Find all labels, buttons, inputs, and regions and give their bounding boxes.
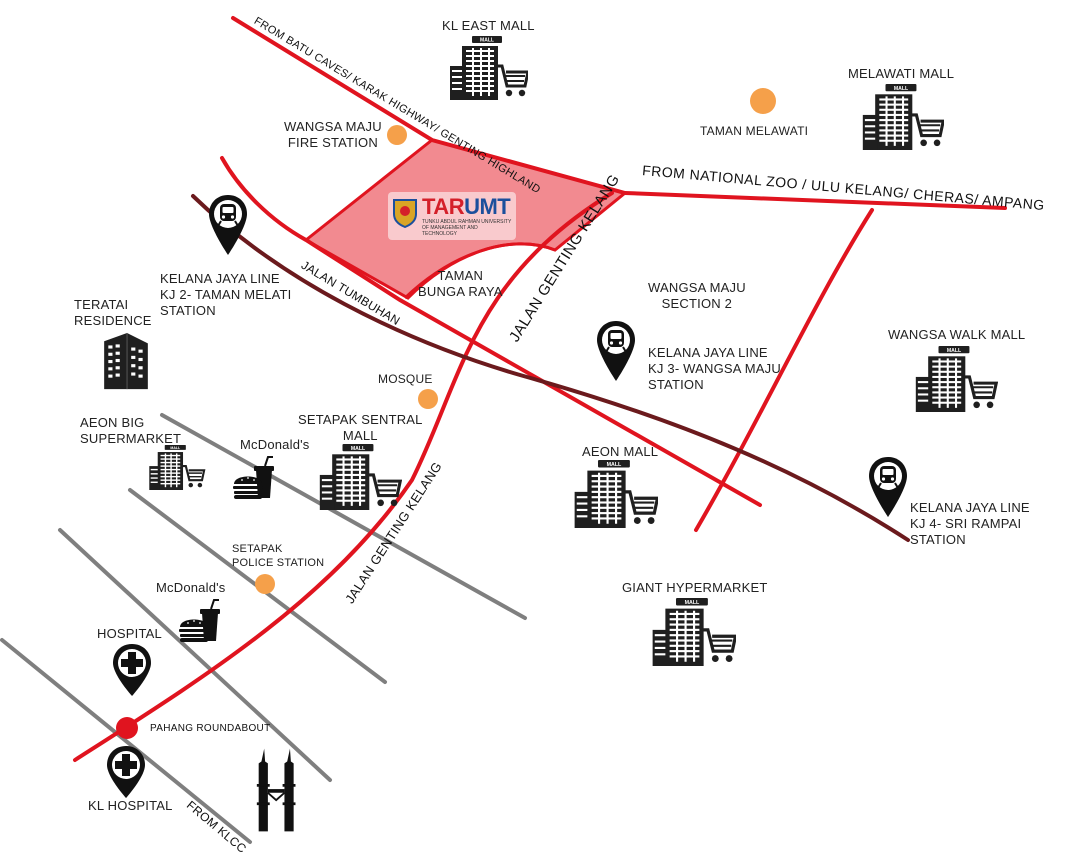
pahang-roundabout-marker — [116, 717, 138, 739]
logo-text-red: TAR — [422, 194, 465, 219]
main-roads — [73, 16, 1007, 762]
road-label-pahang-roundabout: PAHANG ROUNDABOUT — [150, 723, 271, 734]
hospital-pin-icon — [113, 644, 151, 696]
label-mcdonalds-2: McDonald's — [156, 580, 226, 595]
label-aeon-mall: AEON MALL — [582, 444, 659, 459]
label-wangsa-walk-mall: WANGSA WALK MALL — [888, 327, 1026, 342]
label-hospital: HOSPITAL — [97, 626, 162, 641]
police-station-dot — [255, 574, 275, 594]
twin-towers-icon — [255, 747, 297, 833]
tarumt-crest-icon — [393, 199, 417, 228]
mcdonalds-2-food-icon — [178, 598, 222, 644]
mosque-dot — [418, 389, 438, 409]
label-mosque: MOSQUE — [378, 372, 433, 386]
label-wangsa-maju-section2: WANGSA MAJU SECTION 2 — [648, 280, 746, 311]
fire-station-dot — [387, 125, 407, 145]
kj3-train-pin-icon — [596, 320, 636, 382]
giant-hypermarket-icon — [651, 598, 736, 666]
label-fire-station: WANGSA MAJU FIRE STATION — [284, 119, 382, 150]
kl-east-mall-icon — [448, 36, 528, 100]
setapak-sentral-mall-icon — [318, 444, 402, 510]
road-batu-caves-zoo — [231, 16, 1007, 210]
label-kj3-station: KELANA JAYA LINE KJ 3- WANGSA MAJU STATI… — [648, 345, 781, 392]
aeon-big-icon — [148, 445, 206, 490]
secondary-roads — [0, 413, 527, 844]
label-kl-hospital: KL HOSPITAL — [88, 798, 173, 813]
label-giant-hypermarket: GIANT HYPERMARKET — [622, 580, 768, 595]
tarumt-logo: TARUMT TUNKU ABDUL RAHMAN UNIVERSITY OF … — [388, 192, 516, 240]
label-melawati-mall: MELAWATI MALL — [848, 66, 955, 81]
label-kj4-station: KELANA JAYA LINE KJ 4- SRI RAMPAI STATIO… — [910, 500, 1030, 547]
label-mcdonalds-1: McDonald's — [240, 437, 310, 452]
label-taman-melawati: TAMAN MELAWATI — [700, 124, 809, 138]
taman-bunga-raya-label: TAMAN BUNGA RAYA — [418, 268, 503, 299]
road-jalan-tumbuhan — [220, 156, 762, 507]
label-aeon-big: AEON BIG SUPERMARKET — [80, 415, 182, 446]
label-setapak-sentral: SETAPAK SENTRAL MALL — [298, 412, 423, 443]
mcdonalds-1-food-icon — [232, 455, 276, 501]
label-teratai-residence: TERATAI RESIDENCE — [74, 297, 152, 328]
gray-road-klcc — [0, 638, 252, 844]
kelana-jaya-rail-line — [191, 194, 910, 542]
logo-text-blue: UMT — [464, 194, 511, 219]
taman-melawati-dot — [750, 88, 776, 114]
logo-subtitle: TUNKU ABDUL RAHMAN UNIVERSITY OF MANAGEM… — [422, 219, 512, 237]
gray-road-police — [58, 528, 332, 782]
wangsa-walk-mall-icon — [914, 346, 998, 412]
melawati-mall-icon — [861, 84, 944, 150]
teratai-residence-tower-icon — [103, 332, 149, 390]
label-police-station: SETAPAK POLICE STATION — [232, 543, 325, 569]
label-kl-east-mall: KL EAST MALL — [442, 18, 535, 33]
gray-road-aeon-big — [160, 413, 527, 620]
kl-hospital-pin-icon — [107, 746, 145, 798]
road-east-branch — [694, 208, 874, 532]
kj2-train-pin-icon — [208, 194, 248, 256]
label-kj2-station: KELANA JAYA LINE KJ 2- TAMAN MELATI STAT… — [160, 271, 292, 318]
road-jalan-genting-kelang — [73, 191, 614, 762]
aeon-mall-icon — [573, 460, 658, 528]
kj4-train-pin-icon — [868, 456, 908, 518]
logo-wordmark: TARUMT — [422, 194, 511, 220]
